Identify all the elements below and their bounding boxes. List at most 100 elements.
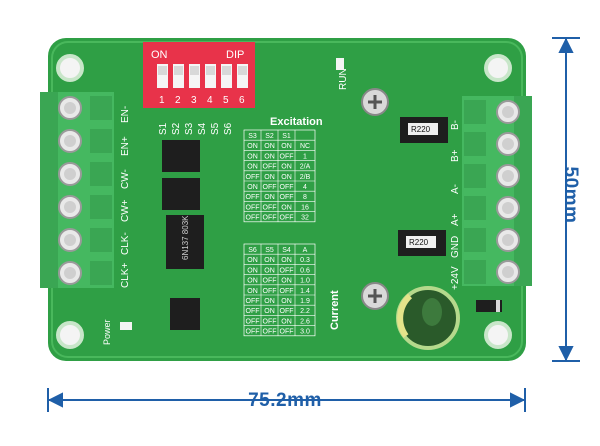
table-cell: ON bbox=[247, 143, 258, 150]
table-cell: 1.9 bbox=[300, 298, 310, 305]
dip-toggle bbox=[173, 64, 184, 88]
table-cell: OFF bbox=[280, 194, 294, 201]
table-cell: OFF bbox=[246, 215, 260, 222]
table-cell: OFF bbox=[263, 318, 277, 325]
table-cell: A bbox=[303, 247, 308, 254]
table-cell: OFF bbox=[263, 329, 277, 336]
table-cell: OFF bbox=[246, 204, 260, 211]
left-terminal-label: CW- bbox=[120, 169, 131, 189]
table-cell: OFF bbox=[263, 278, 277, 285]
table-cell: S2 bbox=[265, 133, 274, 140]
left-terminal-label: CLK+ bbox=[120, 263, 131, 288]
table-cell: ON bbox=[264, 174, 275, 181]
dip-on-label: ON bbox=[151, 49, 168, 61]
table-cell: OFF bbox=[263, 215, 277, 222]
table-cell: OFF bbox=[263, 164, 277, 171]
table-cell: 32 bbox=[301, 215, 309, 222]
width-dimension-line bbox=[47, 388, 526, 412]
dip-toggle bbox=[221, 64, 232, 88]
table-cell: ON bbox=[247, 278, 258, 285]
table-cell: ON bbox=[281, 204, 292, 211]
table-cell: 8 bbox=[303, 194, 307, 201]
center-screws bbox=[361, 88, 389, 310]
dip-number: 3 bbox=[191, 95, 197, 106]
right-terminal-label: A- bbox=[450, 184, 461, 194]
table-cell: ON bbox=[281, 318, 292, 325]
resistor-1-label: R220 bbox=[411, 125, 431, 134]
table-cell: ON bbox=[247, 164, 258, 171]
height-dimension-label: 50mm bbox=[560, 166, 581, 224]
table-cell: 2.6 bbox=[300, 318, 310, 325]
table-cell: OFF bbox=[280, 153, 294, 160]
s-label: S1 bbox=[158, 122, 169, 135]
table-cell: S1 bbox=[282, 133, 291, 140]
table-cell: ON bbox=[264, 298, 275, 305]
table-cell: ON bbox=[247, 288, 258, 295]
left-terminal-label: EN+ bbox=[120, 136, 131, 156]
table-cell: NC bbox=[300, 143, 310, 150]
table-cell: ON bbox=[247, 267, 258, 274]
left-terminal-label: EN- bbox=[120, 106, 131, 123]
dip-number: 4 bbox=[207, 95, 213, 106]
current-title: Current bbox=[329, 290, 341, 330]
table-cell: 4 bbox=[303, 184, 307, 191]
s-label: S6 bbox=[223, 122, 234, 135]
excitation-title: Excitation bbox=[270, 116, 323, 128]
table-cell: OFF bbox=[280, 184, 294, 191]
table-cell: ON bbox=[281, 174, 292, 181]
table-cell: OFF bbox=[246, 318, 260, 325]
power-resistors: R220 R220 bbox=[398, 117, 448, 256]
table-cell: 2.2 bbox=[300, 308, 310, 315]
run-label: RUN bbox=[338, 68, 349, 90]
s-label: S3 bbox=[184, 122, 195, 135]
table-cell: OFF bbox=[280, 288, 294, 295]
optocouplers: 6N137 803K bbox=[162, 140, 204, 330]
table-cell: 16 bbox=[301, 204, 309, 211]
mounting-holes bbox=[56, 54, 512, 349]
right-terminal-label: +24V bbox=[450, 266, 461, 290]
dip-toggle bbox=[157, 64, 168, 88]
table-cell: OFF bbox=[246, 298, 260, 305]
right-terminal-block bbox=[462, 96, 532, 286]
table-cell: OFF bbox=[263, 184, 277, 191]
table-cell: 0.6 bbox=[300, 267, 310, 274]
left-terminal-label: CW+ bbox=[120, 199, 131, 222]
table-cell: OFF bbox=[246, 194, 260, 201]
ic-marking: 6N137 803K bbox=[181, 215, 190, 260]
table-cell: 3.0 bbox=[300, 329, 310, 336]
table-cell: OFF bbox=[280, 267, 294, 274]
table-cell: ON bbox=[264, 308, 275, 315]
right-terminal-label: B- bbox=[450, 120, 461, 130]
table-cell: OFF bbox=[246, 308, 260, 315]
table-cell: OFF bbox=[280, 308, 294, 315]
right-terminal-label: B+ bbox=[450, 149, 461, 162]
table-cell: S6 bbox=[248, 247, 257, 254]
table-cell: S3 bbox=[248, 133, 257, 140]
table-cell: ON bbox=[281, 257, 292, 264]
table-cell: OFF bbox=[280, 329, 294, 336]
table-cell: ON bbox=[264, 153, 275, 160]
table-cell: ON bbox=[281, 278, 292, 285]
dip-number: 2 bbox=[175, 95, 181, 106]
table-cell: 1.4 bbox=[300, 288, 310, 295]
electrolytic-capacitor bbox=[396, 286, 460, 350]
table-cell: S4 bbox=[282, 247, 291, 254]
table-cell: ON bbox=[281, 164, 292, 171]
dip-toggle bbox=[189, 64, 200, 88]
s-label: S5 bbox=[210, 122, 221, 135]
s-label: S2 bbox=[171, 122, 182, 135]
dip-toggle bbox=[237, 64, 248, 88]
table-cell: 1.0 bbox=[300, 278, 310, 285]
s-label: S4 bbox=[197, 122, 208, 135]
table-cell: OFF bbox=[280, 215, 294, 222]
diode bbox=[476, 300, 502, 312]
width-dimension-label: 75.2mm bbox=[248, 390, 322, 411]
height-dimension-line bbox=[552, 37, 580, 362]
table-cell: ON bbox=[264, 194, 275, 201]
table-cell: ON bbox=[281, 143, 292, 150]
table-cell: 2/A bbox=[300, 164, 311, 171]
